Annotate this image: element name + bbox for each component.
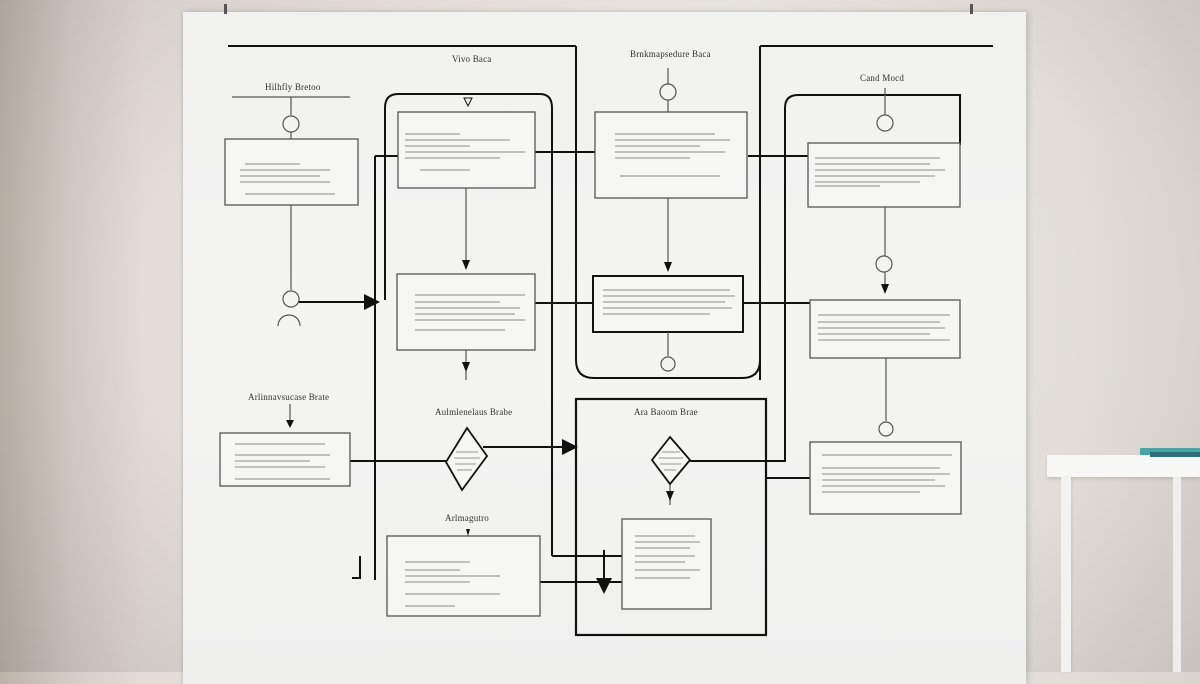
label-top-right-mid: Brnkmapsedure Baca (630, 49, 711, 59)
side-table (1047, 455, 1200, 672)
pin (224, 4, 227, 14)
label-left-mid: Arlinnavsucase Brate (248, 392, 330, 402)
table-leg (1061, 477, 1071, 672)
table-leg (1173, 477, 1181, 672)
pin (970, 4, 973, 14)
table-top (1047, 455, 1200, 477)
label-left-top: Hilhfly Bretoo (265, 82, 321, 92)
book (1150, 452, 1200, 457)
label-top-center: Vivo Baca (452, 54, 492, 64)
label-right-box: Ara Baoom Brae (634, 407, 698, 417)
label-center-low: Arlmagutro (445, 513, 489, 523)
label-center-mid: Aulmlenelaus Brabe (435, 407, 513, 417)
book (1140, 448, 1200, 455)
label-top-right: Cand Mocd (860, 73, 905, 83)
